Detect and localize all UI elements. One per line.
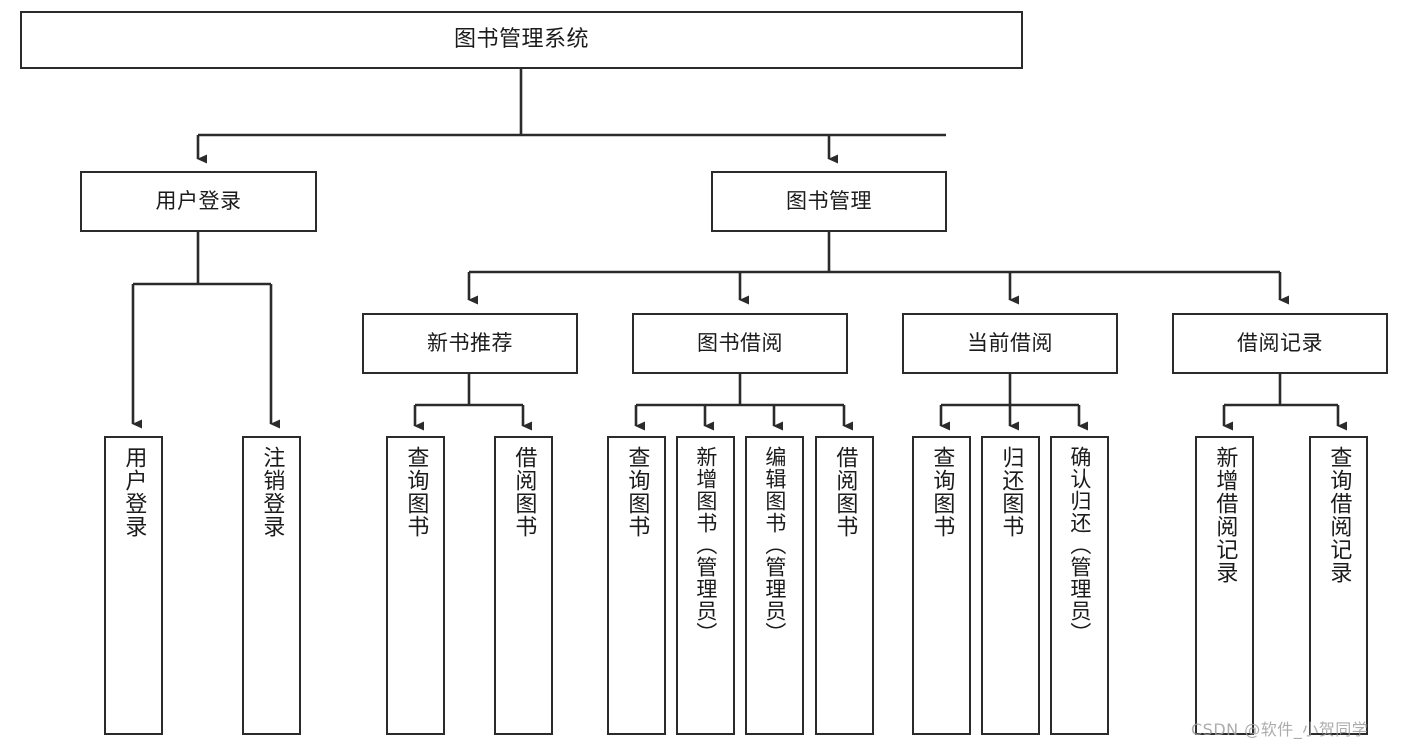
node-current-borrow[interactable]: 当前借阅 <box>902 313 1118 374</box>
node-label: 查询借阅记录 <box>1326 446 1352 584</box>
node-leaf-nb-borrow-book[interactable]: 借阅图书 <box>494 436 553 735</box>
node-label: 新增借阅记录 <box>1212 446 1238 584</box>
node-leaf-cb-confirm-return[interactable]: 确认归还（管理员） <box>1050 436 1109 735</box>
node-leaf-cb-query-book[interactable]: 查询图书 <box>912 436 971 735</box>
node-leaf-nb-query-book[interactable]: 查询图书 <box>386 436 445 735</box>
node-label: 借阅图书 <box>832 446 858 538</box>
node-borrow-record[interactable]: 借阅记录 <box>1172 313 1388 374</box>
node-leaf-cb-return-book[interactable]: 归还图书 <box>981 436 1040 735</box>
node-book-management[interactable]: 图书管理 <box>711 171 947 232</box>
node-label: 当前借阅 <box>967 331 1053 355</box>
node-label: 查询图书 <box>624 446 650 538</box>
node-label: 图书管理系统 <box>453 27 589 52</box>
node-label: 新增图书（管理员） <box>693 446 718 644</box>
node-leaf-bb-borrow-book[interactable]: 借阅图书 <box>815 436 874 735</box>
node-book-borrow[interactable]: 图书借阅 <box>632 313 848 374</box>
watermark: CSDN @软件_小贺同学 <box>1191 720 1369 739</box>
node-label: 编辑图书（管理员） <box>762 446 787 644</box>
node-label: 用户登录 <box>121 446 147 538</box>
node-root-system[interactable]: 图书管理系统 <box>20 11 1023 69</box>
node-label: 查询图书 <box>403 446 429 538</box>
node-label: 新书推荐 <box>427 331 513 355</box>
node-label: 查询图书 <box>929 446 955 538</box>
node-new-book-recommend[interactable]: 新书推荐 <box>362 313 578 374</box>
node-label: 借阅记录 <box>1237 331 1323 355</box>
node-leaf-bb-add-book[interactable]: 新增图书（管理员） <box>676 436 735 735</box>
node-label: 图书借阅 <box>697 331 783 355</box>
node-label: 借阅图书 <box>511 446 537 538</box>
node-label: 确认归还（管理员） <box>1067 446 1092 644</box>
node-leaf-br-query-record[interactable]: 查询借阅记录 <box>1309 436 1368 735</box>
node-label: 图书管理 <box>786 189 872 213</box>
node-leaf-br-add-record[interactable]: 新增借阅记录 <box>1195 436 1254 735</box>
node-leaf-bb-edit-book[interactable]: 编辑图书（管理员） <box>745 436 804 735</box>
node-label: 用户登录 <box>155 189 242 213</box>
node-label: 归还图书 <box>998 446 1024 538</box>
node-leaf-logout[interactable]: 注销登录 <box>242 436 301 735</box>
node-label: 注销登录 <box>259 446 285 538</box>
node-leaf-bb-query-book[interactable]: 查询图书 <box>607 436 666 735</box>
node-user-login[interactable]: 用户登录 <box>80 171 317 232</box>
node-leaf-user-login[interactable]: 用户登录 <box>104 436 163 735</box>
